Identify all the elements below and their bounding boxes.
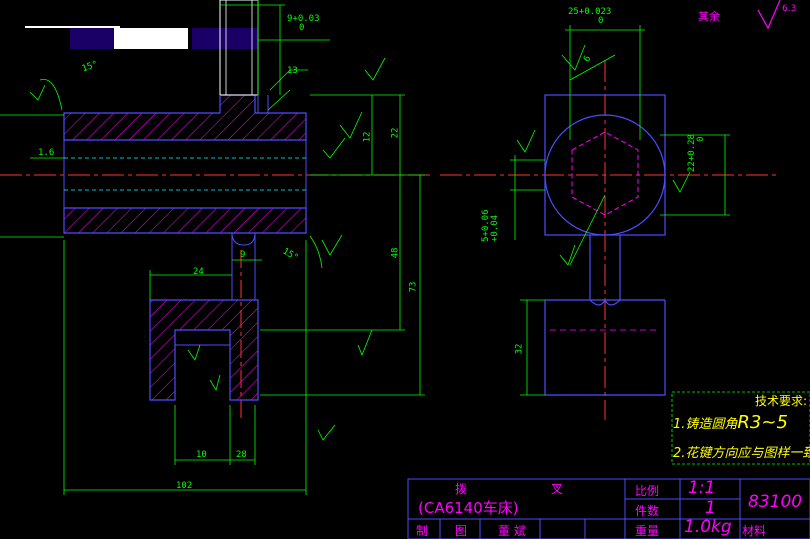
- dim-width: 102: [176, 481, 193, 491]
- title-machine: (CA6140车床): [418, 499, 519, 517]
- dim-chamfer-right: 15°: [280, 246, 300, 264]
- dim-13: 13: [287, 66, 298, 76]
- title-drawing-no: 83100: [748, 492, 803, 512]
- roughness-value: 6.3: [782, 4, 797, 14]
- title-scale-value: 1:1: [688, 478, 716, 498]
- color-swatch-1[interactable]: [70, 28, 114, 49]
- dim-22: 22: [390, 127, 401, 139]
- dim-top: 20: [228, 0, 239, 2]
- title-qty-label: 件数: [635, 504, 660, 518]
- roughness-symbol-main: [757, 0, 781, 30]
- title-part-name: 拨 叉: [455, 482, 603, 496]
- color-swatch-2[interactable]: [114, 28, 188, 49]
- dim-bottom-1: 10: [196, 450, 207, 460]
- tech-req-1: 1.铸造圆角R3~5: [673, 412, 788, 433]
- bore-outline: [63, 139, 307, 209]
- dim-73: 73: [408, 281, 419, 293]
- dim-bottom-2: 28: [236, 450, 247, 460]
- title-material-label: 材料: [742, 524, 767, 538]
- tech-req-2: 2.花键方向应与图样一致: [673, 446, 810, 461]
- right-arm: [544, 235, 666, 396]
- dim-1-6: 1.6: [38, 148, 55, 158]
- roughness-label: 其余: [698, 10, 720, 23]
- spline-hex: [571, 131, 639, 216]
- title-weight-value: 1.0kg: [684, 517, 732, 537]
- dim-right-32: 32: [514, 343, 525, 355]
- dim-right-6: 6: [582, 54, 594, 64]
- dim-right-left-tol: 5+0.06+0.04: [481, 209, 500, 242]
- dim-chamfer-left: 15°: [80, 59, 100, 75]
- right-bore-circle: [544, 114, 666, 236]
- dim-48: 48: [390, 247, 401, 259]
- color-swatch-3[interactable]: [192, 28, 258, 49]
- toolbar-strip: [25, 26, 120, 28]
- dim-9: 9: [240, 250, 246, 260]
- tech-heading: 技术要求:: [755, 394, 808, 408]
- title-sign: 董 斌: [498, 524, 526, 538]
- title-block-lines: [407, 478, 810, 539]
- fork-arm-hatch: [149, 299, 259, 401]
- title-qty-value: 1: [705, 498, 716, 518]
- dim-12: 12: [362, 131, 373, 143]
- title-weight-label: 重量: [635, 524, 660, 538]
- title-scale-label: 比例: [635, 484, 660, 498]
- title-drawn-label: 制: [416, 524, 429, 538]
- dim-24: 24: [193, 267, 204, 277]
- title-drawn-label-2: 图: [455, 524, 468, 538]
